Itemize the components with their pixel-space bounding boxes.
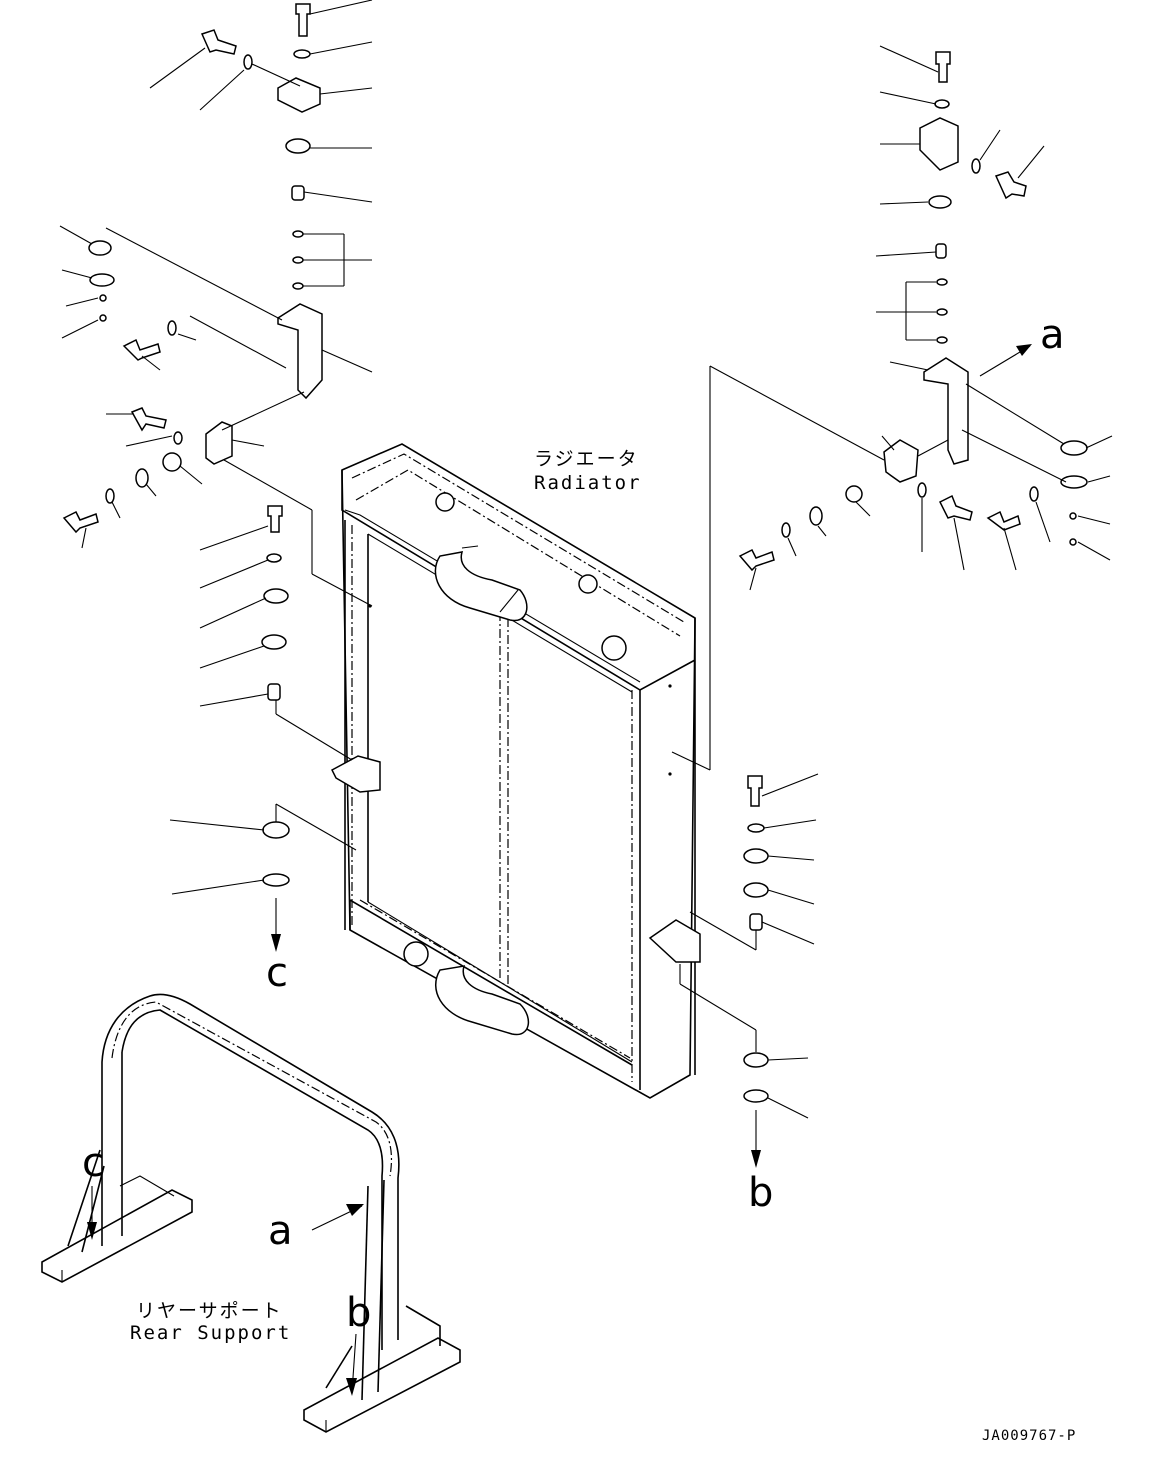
rear-support-frame xyxy=(41,993,461,1433)
radiator-assembly xyxy=(331,443,701,1099)
ref-b-rear-support: b xyxy=(346,1290,372,1336)
drawing-code: JA009767-P xyxy=(982,1428,1077,1444)
leader-lines xyxy=(59,0,1113,1119)
radiator-label-en: Radiator xyxy=(534,472,642,494)
left-lower-hardware xyxy=(261,505,290,887)
ref-a-rear-support: a xyxy=(268,1208,293,1254)
rear-support-label-en: Rear Support xyxy=(130,1322,292,1344)
radiator-label-jp: ラジエータ xyxy=(534,448,639,470)
ref-b-right: b xyxy=(748,1170,774,1216)
ref-c-rear-support: c xyxy=(82,1140,104,1186)
left-upper-hardware xyxy=(62,3,323,534)
ref-a-top-right: a xyxy=(1040,312,1065,358)
rear-support-label-jp: リヤーサポート xyxy=(136,1300,283,1322)
right-upper-hardware xyxy=(738,51,1088,572)
ref-c-left: c xyxy=(266,950,288,996)
reference-arrows xyxy=(87,344,1032,1396)
